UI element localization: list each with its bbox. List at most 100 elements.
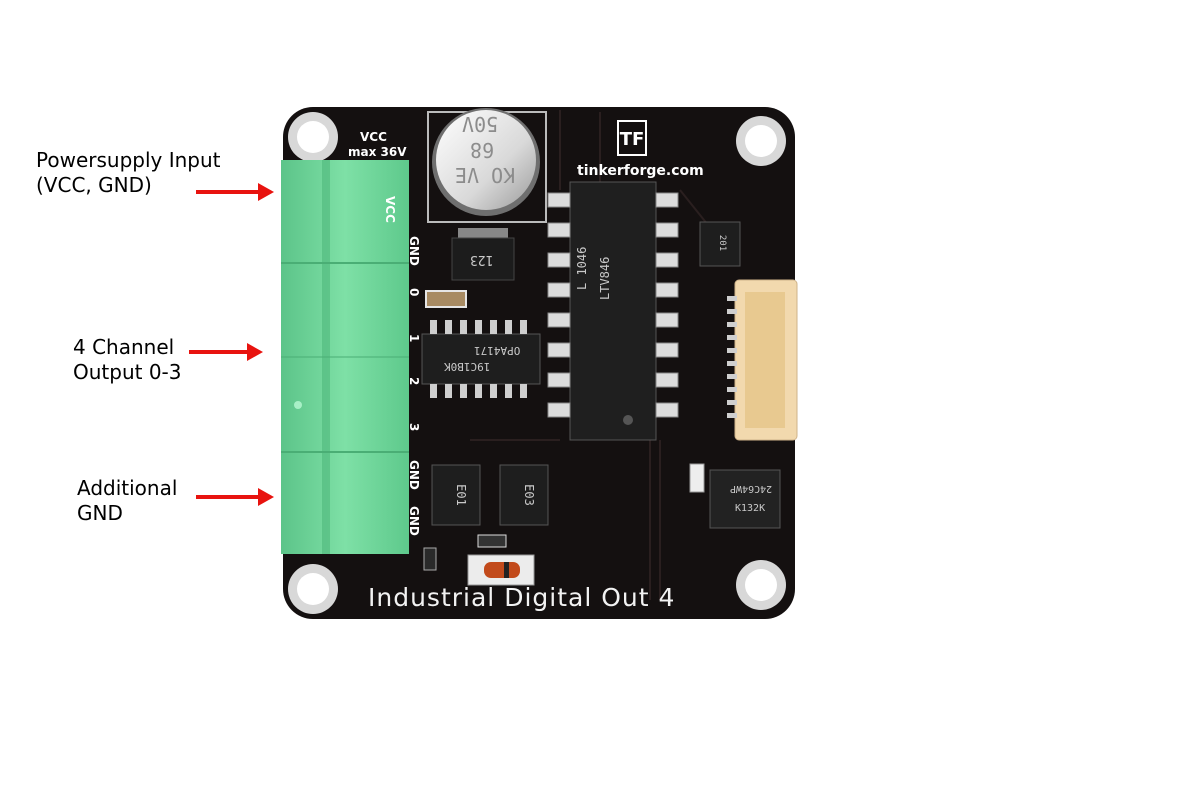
chip-pin bbox=[490, 384, 497, 398]
chip-pin bbox=[547, 282, 571, 298]
arrow-power-input bbox=[196, 183, 274, 201]
pin-label-0: 0 bbox=[407, 288, 421, 297]
chip-pin bbox=[727, 296, 737, 301]
chip-pin bbox=[655, 402, 679, 418]
chip-pin bbox=[727, 387, 737, 392]
board-title: Industrial Digital Out 4 bbox=[368, 583, 676, 612]
chip-pin bbox=[655, 372, 679, 388]
tinkerforge-logo: TF bbox=[619, 129, 645, 150]
mounting-hole-bottom-right bbox=[736, 560, 786, 610]
chip-pin bbox=[727, 400, 737, 405]
pcb-traces bbox=[470, 110, 721, 600]
chip-pin bbox=[547, 192, 571, 208]
chip-pin bbox=[445, 320, 452, 334]
chip-pin bbox=[655, 192, 679, 208]
optocoupler-marking-2: LTV846 bbox=[598, 256, 612, 300]
regulator-chip bbox=[451, 228, 515, 281]
chip-pin bbox=[520, 384, 527, 398]
chip-pin bbox=[520, 320, 527, 334]
opamp-marking-1: OPA4171 bbox=[474, 344, 521, 357]
mounting-hole-top-left bbox=[288, 112, 338, 162]
regulator-marking: 123 bbox=[470, 252, 494, 267]
callout-power-line1: Powersupply Input bbox=[36, 148, 221, 172]
silk-max-voltage: max 36V bbox=[348, 145, 407, 159]
callout-gnd-line1: Additional bbox=[77, 476, 178, 500]
callout-output-line2: Output 0-3 bbox=[73, 360, 182, 384]
silk-vcc: VCC bbox=[360, 130, 387, 144]
mounting-hole-bottom-left bbox=[288, 564, 338, 614]
chip-pin bbox=[655, 252, 679, 268]
chip-pin bbox=[505, 384, 512, 398]
chip-pin bbox=[430, 320, 437, 334]
smd-led bbox=[689, 463, 705, 493]
mounting-hole-top-right bbox=[736, 116, 786, 166]
chip-pin bbox=[727, 335, 737, 340]
chip-pin bbox=[445, 384, 452, 398]
smd-resistor bbox=[477, 534, 507, 548]
opamp-chip bbox=[421, 333, 541, 385]
chip-pin bbox=[547, 252, 571, 268]
diode-array-b-marking: E03 bbox=[521, 484, 536, 506]
opamp-bottom-pins bbox=[430, 384, 527, 398]
bricklet-connector-pins bbox=[727, 296, 737, 418]
optocoupler-left-pins bbox=[547, 192, 571, 418]
pin-label-gnd-2: GND bbox=[407, 460, 421, 490]
eeprom-chip bbox=[709, 469, 781, 529]
smd-small-part bbox=[423, 547, 437, 571]
chip-pin bbox=[475, 384, 482, 398]
callout-power-input: Powersupply Input (VCC, GND) bbox=[36, 148, 221, 198]
callout-gnd-line2: GND bbox=[77, 501, 123, 525]
chip-pin bbox=[490, 320, 497, 334]
chip-pin bbox=[430, 384, 437, 398]
small-ic-chip bbox=[699, 221, 741, 267]
terminal-block bbox=[281, 160, 409, 554]
chip-pin bbox=[547, 312, 571, 328]
logo-box: TF bbox=[617, 120, 647, 156]
chip-pin bbox=[547, 222, 571, 238]
chip-pin bbox=[547, 372, 571, 388]
chip-pin bbox=[727, 322, 737, 327]
arrow-channel-output bbox=[189, 343, 263, 361]
chip-pin bbox=[655, 342, 679, 358]
capacitor-voltage: 50V bbox=[462, 112, 499, 136]
chip-pin bbox=[655, 222, 679, 238]
eeprom-marking-1: 24C64WP bbox=[730, 483, 773, 494]
callout-channel-output: 4 Channel Output 0-3 bbox=[73, 335, 182, 385]
smd-diode bbox=[467, 554, 535, 586]
optocoupler-marking-1: L 1046 bbox=[575, 246, 589, 290]
diode-array-b bbox=[499, 464, 549, 526]
bricklet-connector bbox=[734, 279, 798, 441]
chip-pin bbox=[460, 320, 467, 334]
pin-label-2: 2 bbox=[407, 377, 421, 386]
optocoupler-right-pins bbox=[655, 192, 679, 418]
arrow-additional-gnd bbox=[196, 488, 274, 506]
callout-output-line1: 4 Channel bbox=[73, 335, 175, 359]
small-ic-marking: 201 bbox=[717, 234, 728, 252]
diode-array-a-marking: E01 bbox=[453, 484, 468, 506]
capacitor-value: 68 bbox=[470, 138, 495, 162]
chip-pin bbox=[505, 320, 512, 334]
diode-array-a bbox=[431, 464, 481, 526]
capacitor-code: KO VE bbox=[455, 163, 516, 187]
pin-label-3: 3 bbox=[407, 423, 421, 432]
chip-pin bbox=[655, 312, 679, 328]
eeprom-marking-2: K132K bbox=[735, 503, 766, 514]
chip-pin bbox=[547, 342, 571, 358]
electrolytic-capacitor bbox=[427, 108, 547, 223]
pin-label-vcc: VCC bbox=[383, 196, 397, 223]
smd-capacitor bbox=[425, 290, 467, 308]
opamp-top-pins bbox=[430, 320, 527, 334]
chip-pin bbox=[475, 320, 482, 334]
chip-pin bbox=[655, 282, 679, 298]
callout-additional-gnd: Additional GND bbox=[77, 476, 177, 526]
chip-pin bbox=[460, 384, 467, 398]
brand-url: tinkerforge.com bbox=[577, 163, 704, 179]
pin-label-gnd-1: GND bbox=[407, 236, 421, 266]
pin-label-gnd-3: GND bbox=[407, 506, 421, 536]
callout-power-line2: (VCC, GND) bbox=[36, 173, 152, 197]
chip-pin bbox=[547, 402, 571, 418]
chip-pin bbox=[727, 348, 737, 353]
chip-pin bbox=[727, 413, 737, 418]
chip-pin bbox=[727, 309, 737, 314]
